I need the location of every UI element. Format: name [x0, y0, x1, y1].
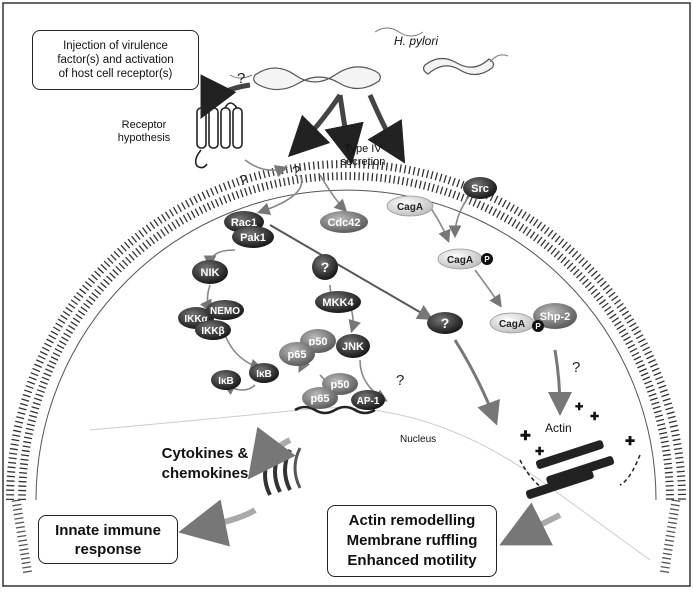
src-node: Src [463, 177, 497, 199]
innate-line-1: Innate immune [39, 521, 177, 540]
svg-text:p65: p65 [311, 393, 330, 405]
right-question-node: ? [427, 312, 463, 334]
p65-top-node: p65 [279, 342, 315, 366]
cytokines-line-1: Cytokines & [150, 444, 260, 464]
injection-line-2: factor(s) and activation [33, 53, 198, 67]
type4-line-2: secretion [328, 156, 398, 169]
nemo-node: NEMO [206, 300, 244, 320]
svg-text:?: ? [441, 315, 450, 331]
svg-text:p65: p65 [288, 349, 307, 361]
phospho-mid-node: P [481, 253, 493, 265]
svg-text:CagA: CagA [397, 202, 423, 213]
actin-outcome-box: Actin remodelling Membrane ruffling Enha… [327, 505, 497, 577]
svg-text:IκB: IκB [256, 369, 272, 380]
ikkb-node: IKKβ [195, 320, 231, 340]
q-type4-label: ? [292, 163, 300, 180]
injection-line-1: Injection of virulence [33, 39, 198, 53]
pak1-node: Pak1 [232, 226, 274, 248]
ap1-node: AP-1 [351, 390, 385, 410]
svg-text:NIK: NIK [201, 267, 220, 279]
ikb-right-node: IκB [249, 363, 279, 383]
q-shp-label: ? [572, 359, 580, 376]
svg-text:P: P [535, 322, 541, 331]
type4-line-1: Type IV [328, 143, 398, 156]
svg-text:Cdc42: Cdc42 [327, 217, 360, 229]
actin-outcome-line-3: Enhanced motility [328, 551, 496, 571]
innate-line-2: response [39, 540, 177, 559]
caga-low-node: CagA [490, 313, 534, 333]
svg-text:IKKβ: IKKβ [201, 326, 224, 337]
cytokines-line-2: chemokines [150, 464, 260, 484]
ikb-left-node: IκB [211, 370, 241, 390]
actin-outcome-line-1: Actin remodelling [328, 511, 496, 531]
mkk4-node: MKK4 [315, 291, 361, 313]
svg-text:MKK4: MKK4 [322, 297, 354, 309]
center-question-node: ? [312, 254, 338, 280]
caga-top-node: CagA [387, 196, 433, 216]
svg-text:P: P [484, 255, 490, 264]
svg-text:AP-1: AP-1 [357, 396, 380, 407]
organism-label: H. pylori [394, 34, 438, 48]
phospho-low-node: P [532, 320, 544, 332]
svg-text:✚: ✚ [590, 411, 599, 423]
type4-secretion-label: Type IV secretion [328, 143, 398, 169]
svg-text:?: ? [321, 259, 330, 275]
actin-label: Actin [545, 421, 572, 435]
jnk-node: JNK [336, 334, 370, 358]
nucleus-label: Nucleus [400, 434, 436, 445]
q-receptor-label: ? [239, 172, 247, 189]
cdc42-node: Cdc42 [320, 211, 368, 233]
receptor-line-2: hypothesis [104, 132, 184, 145]
svg-text:JNK: JNK [342, 341, 364, 353]
p65-bottom-node: p65 [302, 387, 338, 409]
receptor-hypothesis-label: Receptor hypothesis [104, 119, 184, 145]
svg-text:NEMO: NEMO [210, 306, 240, 317]
svg-text:✚: ✚ [575, 402, 584, 413]
svg-text:CagA: CagA [447, 255, 473, 266]
svg-text:Shp-2: Shp-2 [540, 311, 571, 323]
svg-text:✚: ✚ [535, 446, 544, 458]
injection-box: Injection of virulence factor(s) and act… [32, 30, 199, 90]
receptor-line-1: Receptor [104, 119, 184, 132]
svg-text:p50: p50 [309, 336, 328, 348]
svg-text:IκB: IκB [218, 376, 234, 387]
svg-text:Pak1: Pak1 [240, 232, 266, 244]
innate-immune-box: Innate immune response [38, 515, 178, 564]
nik-node: NIK [192, 260, 228, 284]
svg-text:CagA: CagA [499, 319, 525, 330]
cytokines-label: Cytokines & chemokines [150, 444, 260, 484]
actin-outcome-line-2: Membrane ruffling [328, 531, 496, 551]
svg-text:p50: p50 [331, 379, 350, 391]
injection-line-3: of host cell receptor(s) [33, 67, 198, 81]
svg-text:Src: Src [471, 183, 489, 195]
q-mid-label: ? [396, 372, 404, 389]
caga-mid-node: CagA [438, 249, 482, 269]
svg-text:✚: ✚ [625, 434, 635, 448]
q-inject-label: ? [237, 70, 245, 87]
svg-text:✚: ✚ [520, 428, 531, 443]
